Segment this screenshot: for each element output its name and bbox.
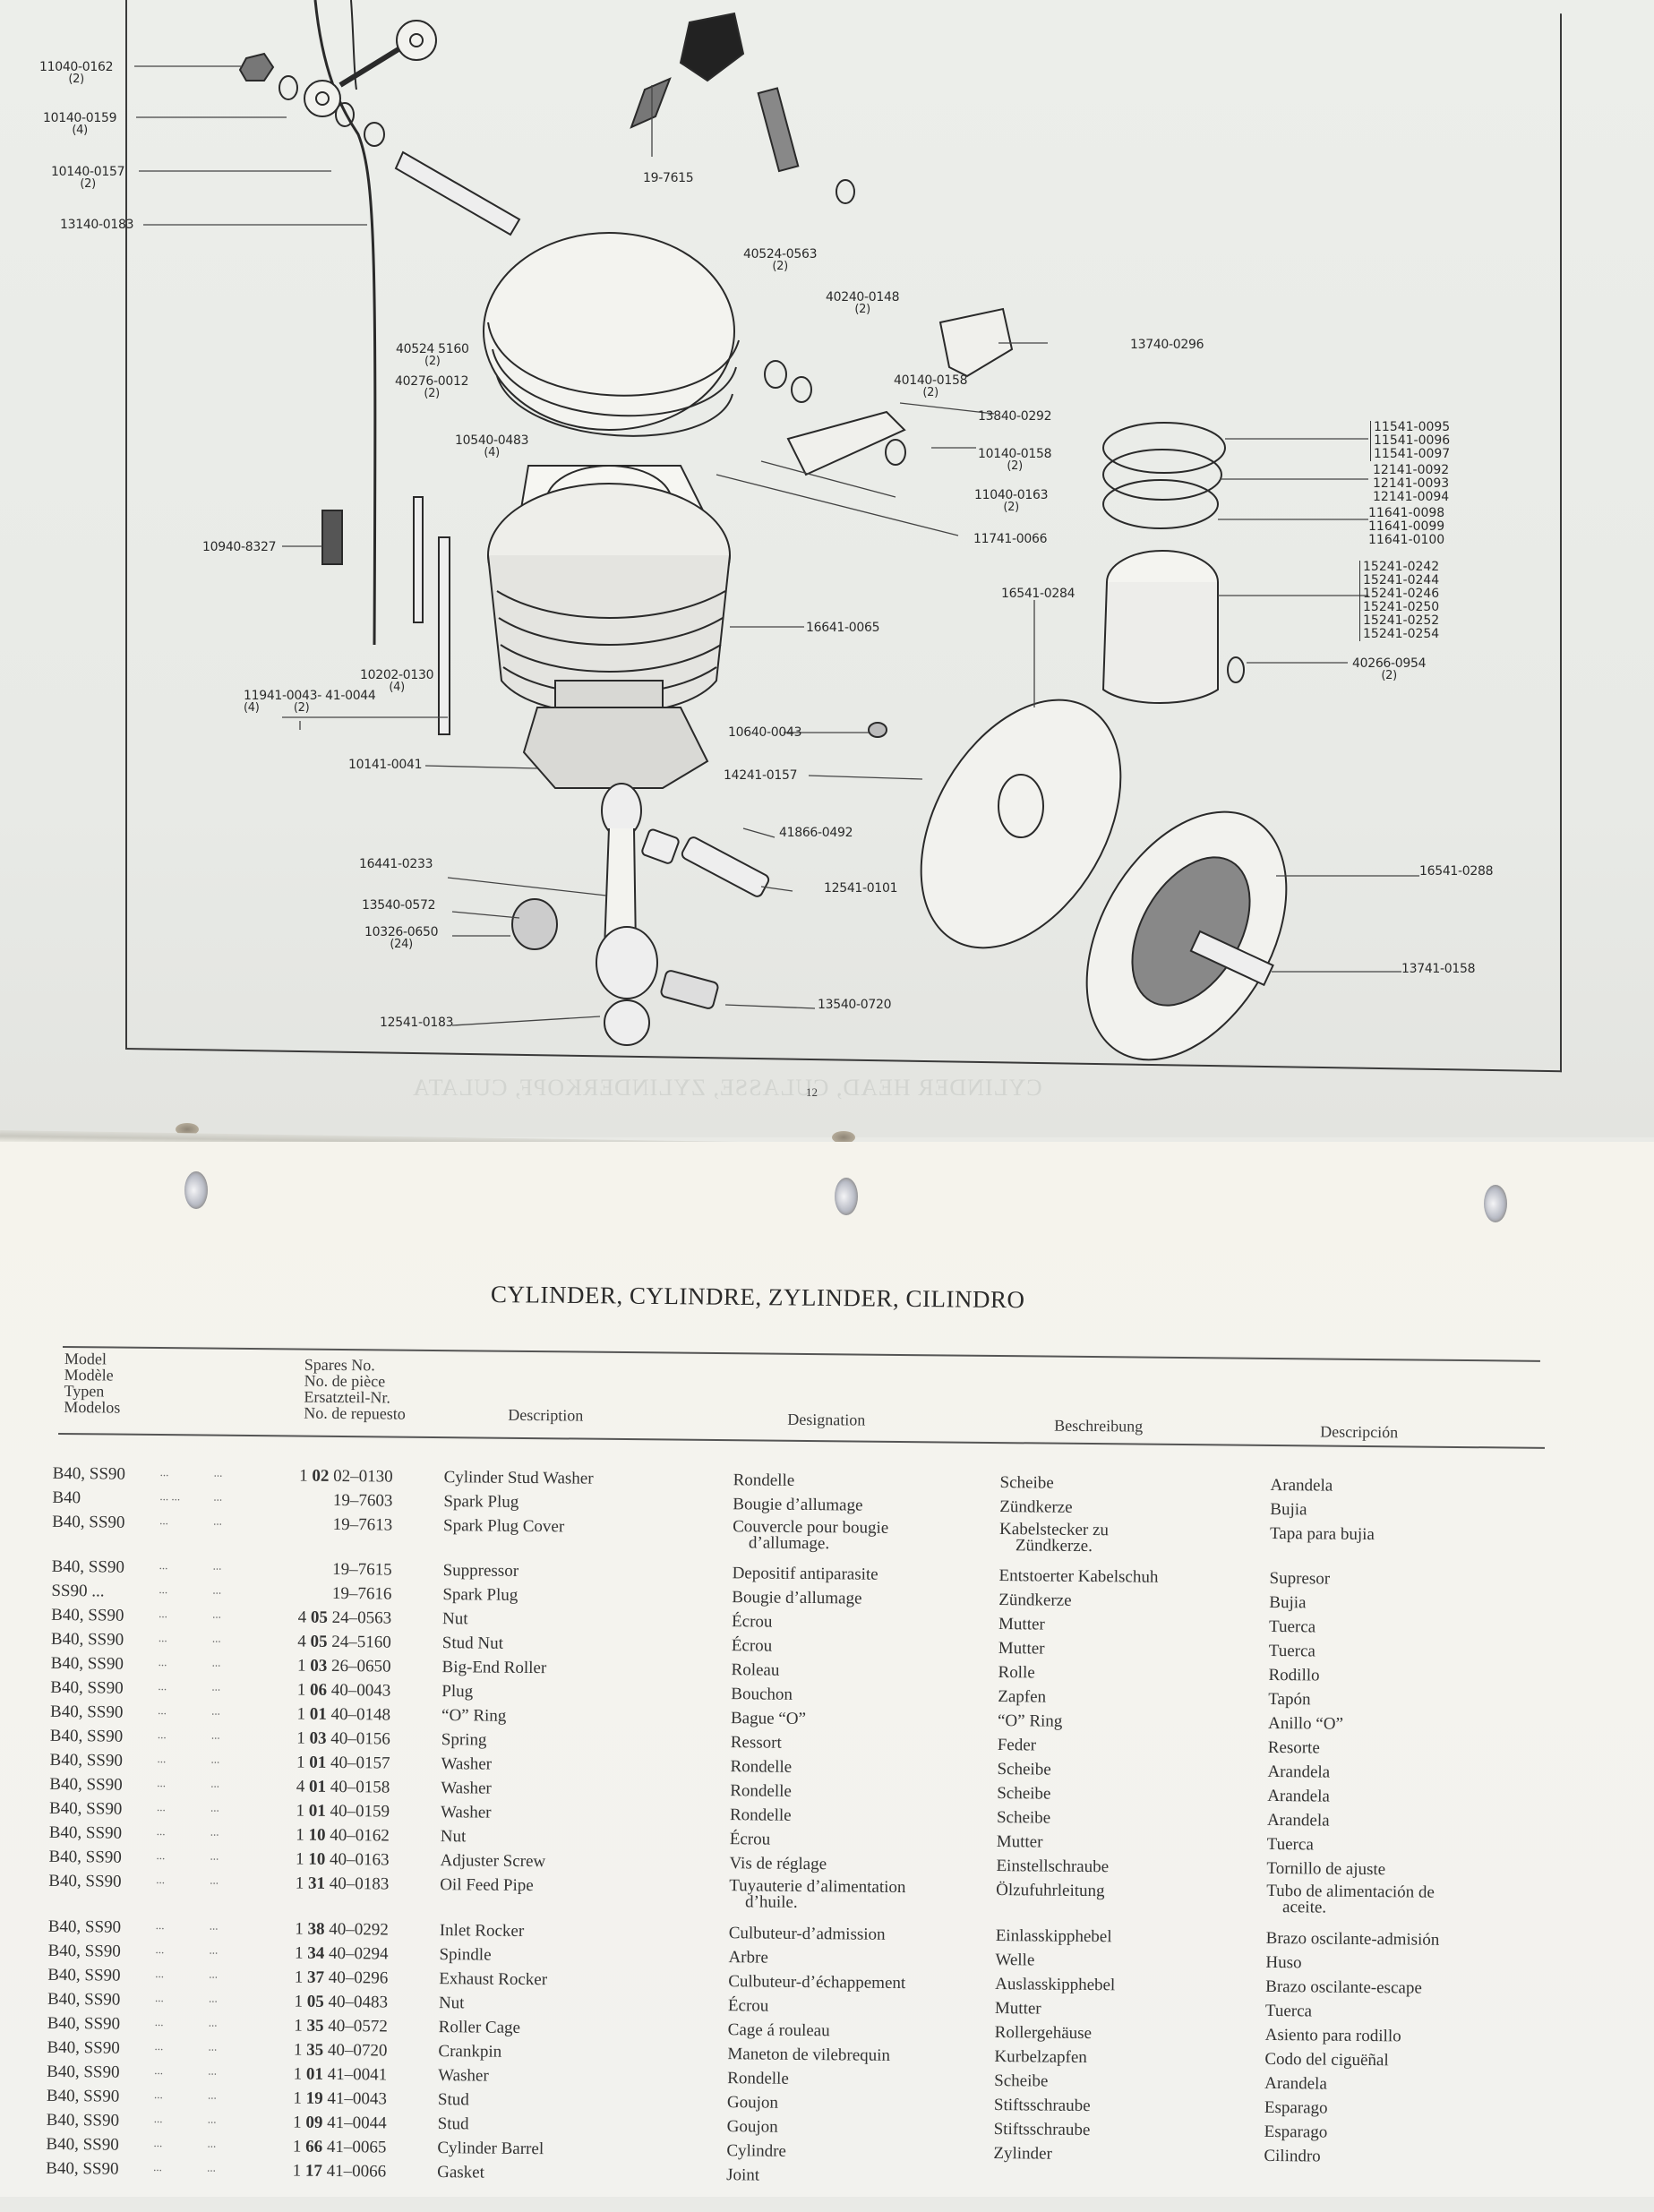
spare-number: 4 01 40–0158 bbox=[296, 1777, 390, 1797]
spare-number: 1 17 41–0066 bbox=[292, 2161, 387, 2182]
binder-hole-icon bbox=[832, 1131, 855, 1144]
callout-11040-0162: 11040-0162(2) bbox=[39, 60, 114, 86]
callout-13140-0183: 13140-0183 bbox=[60, 218, 134, 232]
header-designation: Designation bbox=[787, 1410, 866, 1429]
exploded-parts-drawing bbox=[134, 0, 1419, 1061]
binder-hole-icon bbox=[1484, 1185, 1507, 1222]
binder-hole-icon bbox=[835, 1178, 858, 1215]
callout-13840-0292: 13840-0292 bbox=[978, 409, 1052, 424]
callout-16641-0065: 16641-0065 bbox=[806, 621, 880, 635]
callout-40524-0563: 40524-0563(2) bbox=[743, 247, 818, 273]
spare-number: 1 37 40–0296 bbox=[294, 1968, 389, 1988]
spare-number: 19–7616 bbox=[331, 1583, 392, 1604]
callout-40140-0158: 40140-0158(2) bbox=[894, 373, 968, 399]
bleed-through-text: CYLINDER HEAD, CULASSE, ZYLINDERKOPF, CU… bbox=[412, 1075, 1042, 1101]
callout-16441-0233: 16441-0233 bbox=[359, 857, 433, 871]
callout-10940-8327: 10940-8327 bbox=[202, 540, 277, 554]
spare-number: 1 38 40–0292 bbox=[295, 1919, 389, 1940]
callout-11741-0066: 11741-0066 bbox=[973, 532, 1048, 546]
header-top-rule bbox=[63, 1346, 1540, 1362]
callout-40240-0148: 40240-0148(2) bbox=[826, 290, 900, 316]
callout-19-7615: 19-7615 bbox=[643, 171, 694, 185]
spare-number: 1 10 40–0163 bbox=[295, 1849, 390, 1870]
spare-number: 1 34 40–0294 bbox=[294, 1943, 389, 1964]
parts-list-page: CYLINDER, CYLINDRE, ZYLINDER, CILINDRO M… bbox=[0, 1142, 1654, 2197]
callout-40276-0012: 40276-0012(2) bbox=[395, 374, 469, 400]
spare-number: 19–7615 bbox=[332, 1559, 392, 1580]
callout-12541-0101: 12541-0101 bbox=[824, 881, 898, 896]
callout-13540-0572: 13540-0572 bbox=[362, 898, 436, 913]
callout-16541-0288: 16541-0288 bbox=[1419, 864, 1494, 879]
callout-11040-0163: 11040-0163(2) bbox=[974, 488, 1049, 514]
binder-hole-icon bbox=[184, 1171, 208, 1209]
callout-12541-0183: 12541-0183 bbox=[380, 1016, 454, 1030]
header-spares-no: Spares No.No. de pièce Ersatzteil-Nr.No.… bbox=[304, 1355, 406, 1423]
callout-14241-0157: 14241-0157 bbox=[724, 768, 798, 783]
spare-number: 1 03 40–0156 bbox=[296, 1728, 390, 1749]
spare-number: 1 35 40–0572 bbox=[294, 2016, 388, 2036]
spare-number: 1 01 40–0148 bbox=[296, 1704, 391, 1725]
callout-10140-0158: 10140-0158(2) bbox=[978, 447, 1052, 473]
callout-10202-0130: 10202-0130(4) bbox=[360, 668, 434, 694]
callout-10640-0043: 10640-0043 bbox=[728, 725, 802, 740]
header-description: Description bbox=[508, 1405, 584, 1425]
spare-number: 1 19 41–0043 bbox=[293, 2088, 388, 2109]
header-descripcion: Descripción bbox=[1320, 1422, 1399, 1442]
callout-40266-0954: 40266-0954(2) bbox=[1352, 656, 1427, 682]
callout-10141-0041: 10141-0041 bbox=[348, 758, 423, 772]
spare-number: 1 06 40–0043 bbox=[296, 1680, 391, 1701]
spare-number: 1 02 02–0130 bbox=[299, 1466, 393, 1487]
callout-13741-0158: 13741-0158 bbox=[1401, 962, 1476, 976]
callout-40524-5160: 40524 5160(2) bbox=[396, 342, 469, 368]
callout-10540-0483: 10540-0483(4) bbox=[455, 433, 529, 459]
callout-13540-0720: 13540-0720 bbox=[818, 998, 892, 1012]
spare-number: 1 31 40–0183 bbox=[295, 1873, 390, 1894]
spare-number: 1 01 40–0157 bbox=[296, 1753, 390, 1773]
callout-16541-0284: 16541-0284 bbox=[1001, 587, 1076, 601]
spare-number: 1 01 40–0159 bbox=[296, 1801, 390, 1822]
spare-number: 1 66 41–0065 bbox=[292, 2137, 387, 2157]
diagram-page: 11040-0162(2) 10140-0159(4) 10140-0157(2… bbox=[0, 0, 1654, 1155]
callout-41866-0492: 41866-0492 bbox=[779, 826, 853, 840]
spare-number: 4 05 24–5160 bbox=[297, 1632, 391, 1652]
spare-number: 4 05 24–0563 bbox=[297, 1608, 392, 1628]
spare-number: 1 01 41–0041 bbox=[293, 2064, 388, 2085]
spare-number: 19–7613 bbox=[332, 1514, 393, 1535]
spare-number: 1 03 26–0650 bbox=[297, 1656, 391, 1676]
header-beschreibung: Beschreibung bbox=[1054, 1416, 1144, 1436]
callout-10140-0157: 10140-0157(2) bbox=[51, 165, 125, 191]
spare-number: 19–7603 bbox=[332, 1490, 393, 1511]
spare-number: 1 05 40–0483 bbox=[294, 1992, 389, 2012]
callout-10326-0650: 10326-0650(24) bbox=[364, 925, 439, 951]
spare-number: 1 09 41–0044 bbox=[293, 2113, 387, 2133]
page-number: 12 bbox=[806, 1085, 818, 1099]
callout-10140-0159: 10140-0159(4) bbox=[43, 111, 117, 137]
callout-11941-0043-41-0044: 11941-0043- 41-0044(4) (2) bbox=[244, 689, 376, 715]
spare-number: 1 35 40–0720 bbox=[293, 2040, 388, 2061]
spare-number: 1 10 40–0162 bbox=[296, 1825, 390, 1846]
callout-13740-0296: 13740-0296 bbox=[1130, 338, 1204, 352]
